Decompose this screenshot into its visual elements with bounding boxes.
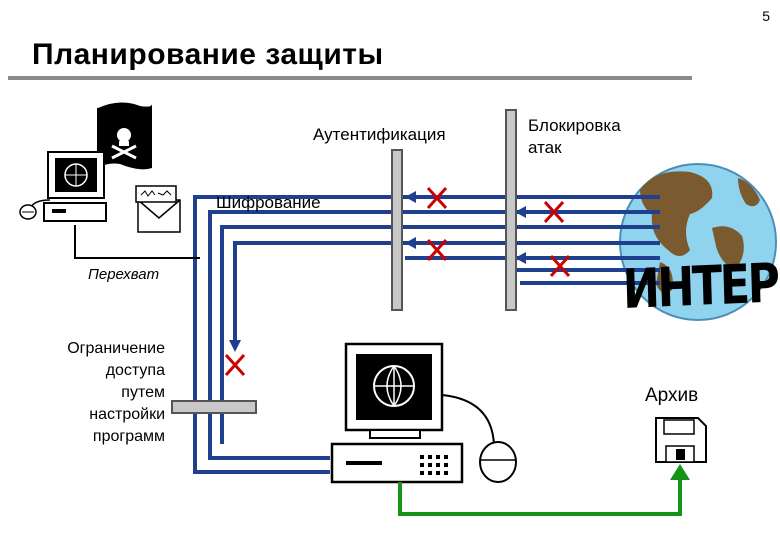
- archive-line: [398, 478, 682, 516]
- network-lines: [193, 195, 660, 474]
- main-computer-icon: [330, 342, 517, 484]
- title-underline: [8, 76, 692, 80]
- attack-blocking-label: Блокировка атак: [528, 116, 621, 157]
- attack-block-barrier: [505, 109, 517, 311]
- internet-label: ИНТЕРНЕТ: [622, 247, 780, 321]
- interception-label: Перехват: [88, 266, 160, 283]
- encryption-label: Шифрование: [216, 193, 321, 212]
- access-restriction-label: Ограничение доступа путем настройки прог…: [67, 340, 165, 445]
- envelope-icon: [135, 185, 181, 233]
- block-x-icon: [224, 186, 571, 377]
- archive-arrow-head: [670, 464, 690, 480]
- authentication-label: Аутентификация: [313, 125, 446, 144]
- page-title: Планирование защиты: [32, 38, 384, 71]
- interception-line: [74, 225, 200, 259]
- pirate-flag-icon: [97, 102, 152, 175]
- archive-label: Архив: [645, 385, 699, 406]
- program-settings-filter: [171, 400, 257, 414]
- page-number: 5: [762, 8, 770, 24]
- floppy-disk-icon: [655, 417, 707, 463]
- authentication-barrier: [391, 149, 403, 311]
- arrow-heads: [229, 191, 526, 352]
- computer-icon: [19, 151, 107, 222]
